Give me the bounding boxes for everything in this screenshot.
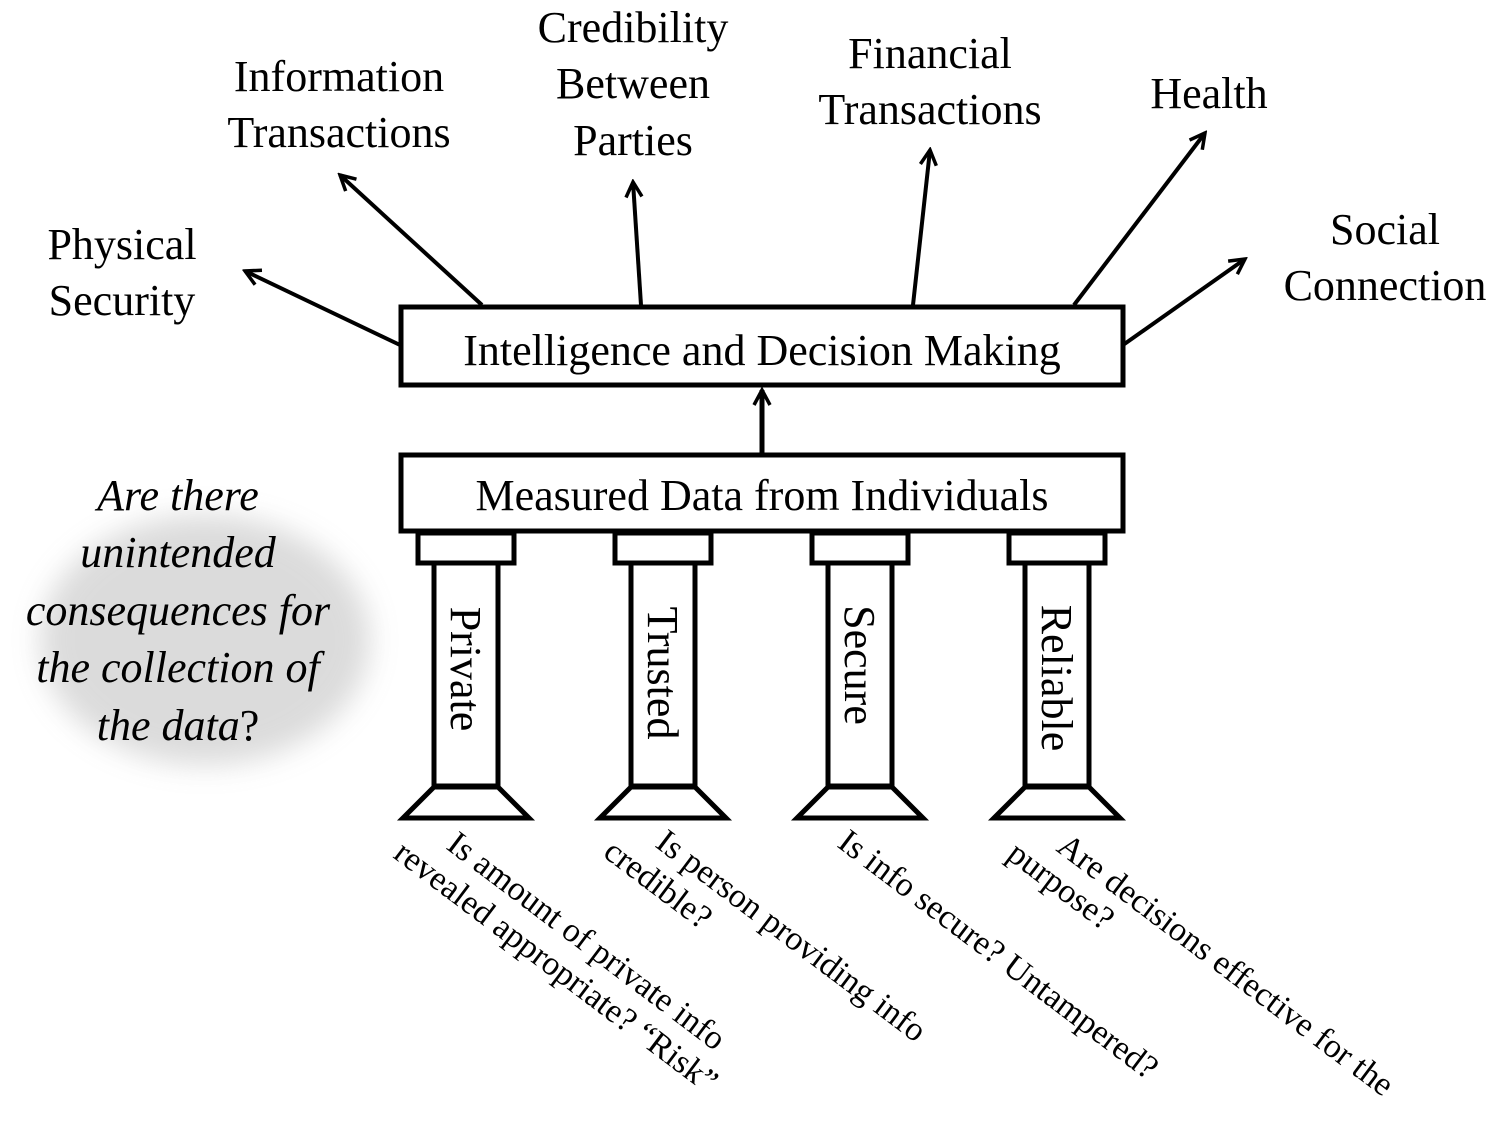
outcome-line: Information [234,52,444,101]
outcome-physical-security: Physical Security [47,220,196,325]
outcome-financial-transactions: Financial Transactions [818,29,1041,134]
arrow-health [1072,133,1205,307]
arrow-physical-security [245,271,401,347]
pillar-base [396,784,536,821]
outcome-health: Health [1150,69,1267,118]
outcome-line: Physical [47,220,196,269]
pillar-shaft [628,560,698,789]
pillar-base [593,784,733,821]
pillar-shaft [1022,560,1092,789]
side-question: Are there unintended consequences for th… [26,471,331,750]
outcome-line: Transactions [818,85,1041,134]
pillar-capital [415,530,517,566]
intelligence-box-label: Intelligence and Decision Making [463,326,1060,375]
outcome-line: Connection [1284,261,1487,310]
pillar-base [790,784,930,821]
outcome-line: Security [49,276,196,325]
pillar-label-private: Private [441,607,490,732]
side-question-line: consequences for [26,586,331,635]
outcome-line: Credibility [538,3,729,52]
side-question-line: unintended [80,528,277,577]
outcome-information-transactions: Information Transactions [227,52,450,157]
outcome-line: Transactions [227,108,450,157]
pillar-label-reliable: Reliable [1032,605,1081,752]
pillar-reliable: Reliable [987,530,1127,821]
outcome-line: Between [556,59,710,108]
pillar-capital [612,530,714,566]
side-question-end: the data? [97,701,260,750]
arrow-information-transactions [340,175,484,307]
side-question-shadow [40,515,370,765]
pillar-label-trusted: Trusted [638,607,687,740]
pillar-trusted: Trusted [593,530,733,821]
pillar-secure: Secure [790,530,930,821]
pillar-private: Private [396,530,536,821]
outcome-line: Social [1330,205,1440,254]
pillar-capital [1006,530,1108,566]
outcome-line: Health [1150,69,1267,118]
intelligence-box [398,304,1126,388]
side-question-line: Are there [94,471,259,520]
pillar-capital [809,530,911,566]
pillar-shaft [431,560,501,789]
pillar-base [987,784,1127,821]
side-question-mark: ? [240,701,260,750]
arrow-financial-transactions [911,150,930,306]
data-box [398,452,1126,534]
arrow-credibility [633,182,641,306]
outcome-credibility: Credibility Between Parties [538,3,729,165]
outcome-line: Financial [848,29,1012,78]
data-box-label: Measured Data from Individuals [475,471,1048,520]
question-line: Are decisions effective for the [1050,827,1400,1104]
side-question-line: the collection of [36,643,325,692]
side-question-line: the data [97,701,240,750]
arrow-social-connection [1121,259,1245,347]
pillar-label-secure: Secure [835,605,884,725]
outcome-line: Parties [573,116,693,165]
outcome-social-connection: Social Connection [1284,205,1487,310]
question-reliable: Are decisions effective for the purpose? [1001,827,1401,1104]
